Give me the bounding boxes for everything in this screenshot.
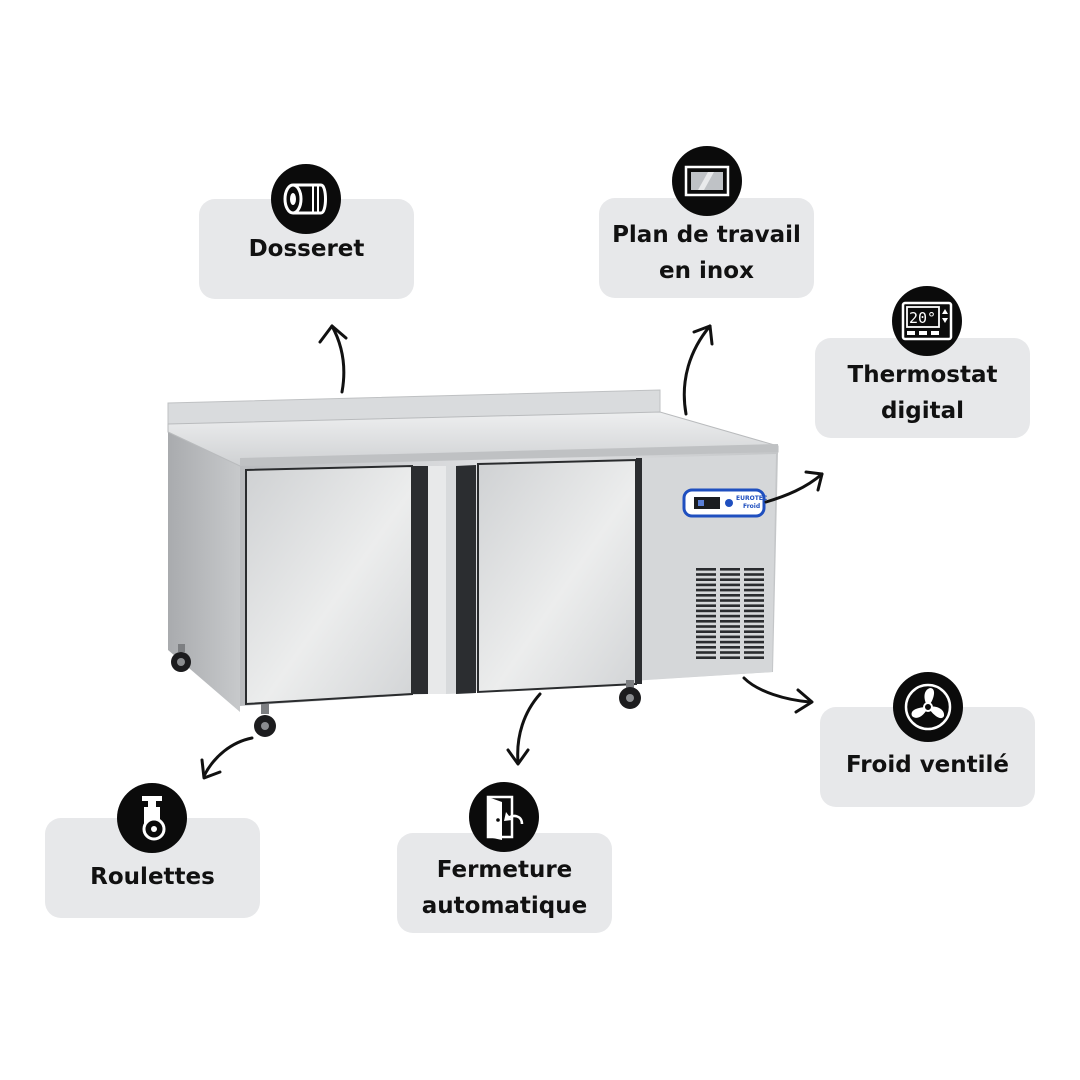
brand-text: EUROTEC xyxy=(736,495,768,502)
door-right xyxy=(477,458,637,694)
brand-sub-text: Froid xyxy=(743,503,760,510)
feature-label-fermeture: Fermeture automatique xyxy=(421,857,588,919)
feature-label-thermostat: Thermostat digital xyxy=(847,362,998,424)
feature-label-roulettes: Roulettes xyxy=(90,864,215,890)
feature-label-froid-ventile: Froid ventilé xyxy=(845,752,1010,778)
digital-thermostat-icon: 20° xyxy=(892,286,962,356)
door-left xyxy=(245,464,413,706)
caster-wheel-icon xyxy=(117,783,187,853)
caster-back-left xyxy=(171,644,191,672)
feature-label-dosseret: Dosseret xyxy=(248,236,365,262)
feature-box-dosseret: Dosseret xyxy=(199,199,414,299)
control-panel xyxy=(682,488,766,518)
feature-label-plan-travail: Plan de travail en inox xyxy=(612,222,801,284)
ventilation-grille xyxy=(696,568,764,659)
backsplash-roll-icon xyxy=(271,164,341,234)
caster-front-right xyxy=(619,680,641,709)
fan-icon xyxy=(893,672,963,742)
stainless-worktop-icon xyxy=(672,146,742,216)
counter-side-panel xyxy=(168,428,240,712)
thermostat-display-text: 20° xyxy=(909,309,936,327)
caster-front-left xyxy=(254,704,276,737)
feature-box-thermostat: Thermostat digital xyxy=(815,338,1030,438)
self-closing-door-icon xyxy=(469,782,539,852)
